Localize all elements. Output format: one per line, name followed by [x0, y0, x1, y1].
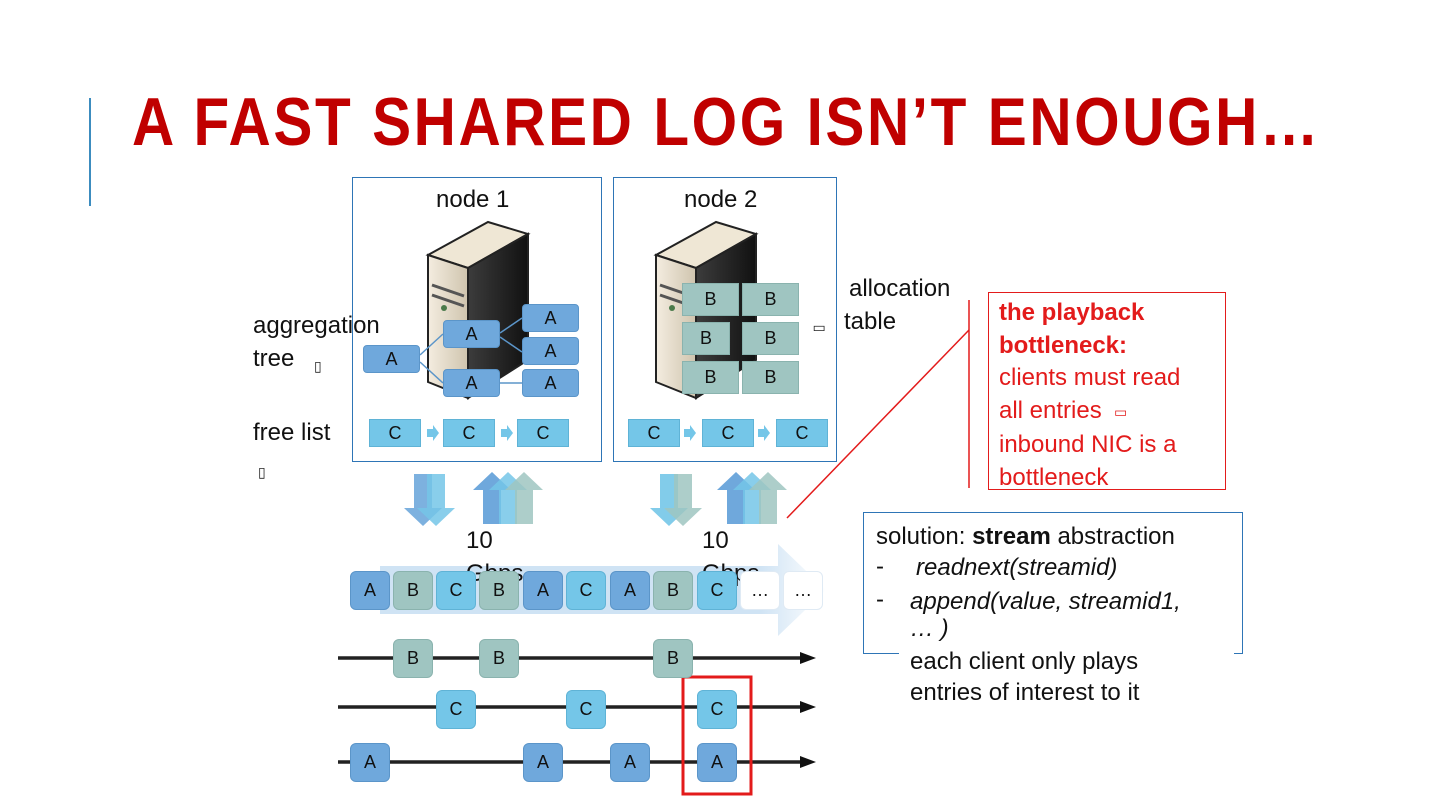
allocation-table-label-line1: allocation — [849, 275, 951, 302]
bandwidth-2-line1: 10 — [702, 527, 729, 554]
tree-leaf-box: A — [522, 337, 579, 365]
log-entry: B — [479, 571, 519, 610]
solution-footer-2: entries of interest to it — [910, 679, 1140, 706]
free-list-1-entry: C — [369, 419, 421, 447]
stream-c-entry: C — [566, 690, 606, 729]
solution-suffix: abstraction — [1050, 523, 1175, 550]
free-list-2-entry: C — [628, 419, 680, 447]
solution-box-mask — [899, 645, 1234, 657]
stream-c-entry: C — [436, 690, 476, 729]
callout-heading-colon: : — [1119, 331, 1128, 359]
tree-root-box: A — [363, 345, 420, 373]
solution-bullet-dash: - — [876, 553, 884, 580]
alloc-cell: B — [742, 361, 799, 394]
callout-connector — [786, 300, 970, 519]
tree-mid-box: A — [443, 369, 500, 397]
log-entry: C — [697, 571, 737, 610]
solution-bullet-1: readnext(streamid) — [916, 554, 1118, 581]
aggregation-tree-label-line1: aggregation — [253, 312, 380, 339]
callout-heading: the playback bottleneck: — [999, 297, 1215, 362]
callout-glyph: ▯ — [1114, 408, 1131, 417]
tree-edges — [419, 317, 523, 384]
free-list-2-arrows — [684, 425, 770, 441]
node-1-frame — [352, 177, 602, 462]
free-list-1-entry: C — [517, 419, 569, 447]
log-entry: C — [436, 571, 476, 610]
solution-bullet-2b: … ) — [910, 615, 949, 642]
node-1-traffic-arrows — [404, 472, 543, 526]
tree-leaf-box: A — [522, 369, 579, 397]
free-list-glyph: ▯ — [258, 464, 266, 480]
alloc-cell: B — [682, 322, 730, 355]
callout-heading-text: the playback bottleneck — [999, 299, 1145, 359]
free-list-1-arrows — [427, 425, 513, 441]
free-list-2-entry: C — [776, 419, 828, 447]
solution-bullet-2: append(value, streamid1, — [910, 588, 1181, 615]
callout-line-2: all entries ▯ — [999, 395, 1215, 430]
solution-bold: stream — [972, 523, 1051, 550]
solution-heading: solution: stream abstraction — [876, 521, 1175, 552]
callout-line-2-text: all entries — [999, 396, 1102, 424]
stream-a-entry: A — [697, 743, 737, 782]
bandwidth-1-line1: 10 — [466, 527, 493, 554]
node-2-frame — [613, 177, 837, 462]
alloc-cell: B — [682, 283, 739, 316]
node-1-label: node 1 — [436, 186, 510, 213]
playback-bottleneck-callout: the playback bottleneck: clients must re… — [988, 292, 1226, 491]
title-accent-bar — [89, 98, 91, 206]
log-entry: B — [653, 571, 693, 610]
tree-mid-box: A — [443, 320, 500, 348]
solution-prefix: solution: — [876, 523, 973, 550]
slide-title: A Fast Shared Log Isn’t Enough… — [132, 84, 1321, 160]
aggregation-tree-glyph: ▯ — [314, 358, 322, 374]
stream-b-entry: B — [479, 639, 519, 678]
log-entry: B — [393, 571, 433, 610]
log-entry-empty: … — [740, 571, 780, 610]
stream-b-entry: B — [653, 639, 693, 678]
callout-line: inbound NIC is a — [999, 431, 1177, 458]
solution-footer-1: each client only plays — [910, 648, 1139, 675]
free-list-2-entry: C — [702, 419, 754, 447]
log-entry: C — [566, 571, 606, 610]
allocation-table-glyph: ▯ — [812, 324, 829, 333]
aggregation-tree-label-line2: tree — [253, 345, 295, 372]
log-entry: A — [610, 571, 650, 610]
node-2-label: node 2 — [684, 186, 758, 213]
stream-a-entry: A — [610, 743, 650, 782]
free-list-label: free list — [253, 419, 331, 446]
stream-c-entry: C — [697, 690, 737, 729]
solution-bullet-dash: - — [876, 586, 884, 613]
log-entry-empty: … — [783, 571, 823, 610]
node-2-traffic-arrows — [650, 472, 787, 526]
log-entry: A — [523, 571, 563, 610]
tree-leaf-box: A — [522, 304, 579, 332]
stream-a-entry: A — [350, 743, 390, 782]
free-list-1-entry: C — [443, 419, 495, 447]
stream-a-entry: A — [523, 743, 563, 782]
alloc-cell: B — [682, 361, 739, 394]
callout-line: clients must read — [999, 364, 1181, 391]
allocation-table-label-line2: table — [844, 308, 897, 335]
alloc-cell: B — [742, 283, 799, 316]
callout-line: bottleneck — [999, 463, 1109, 491]
alloc-cell: B — [742, 322, 799, 355]
highlight-box — [681, 675, 753, 796]
stream-b-entry: B — [393, 639, 433, 678]
log-entry: A — [350, 571, 390, 610]
